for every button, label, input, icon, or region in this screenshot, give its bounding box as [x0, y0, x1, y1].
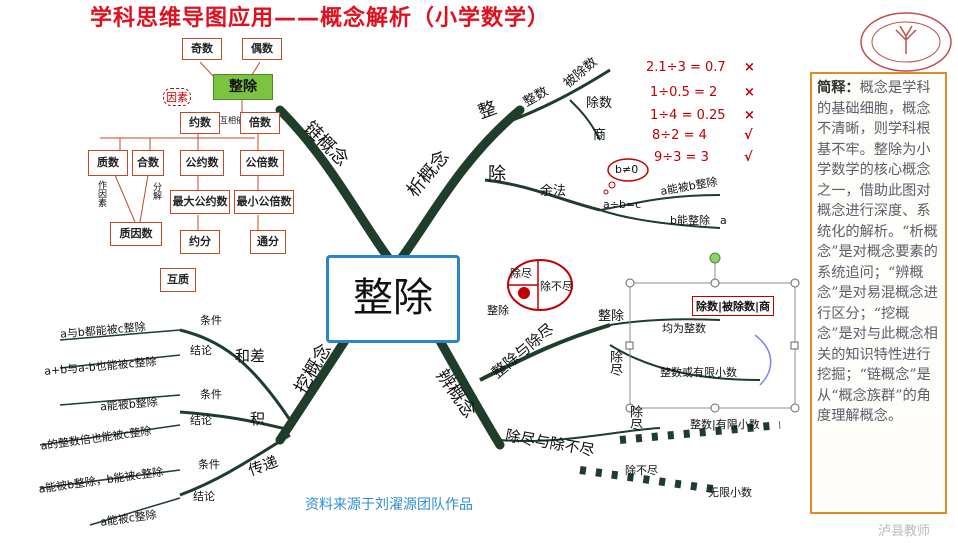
- yinsu-label: 因素: [163, 88, 191, 106]
- inexact-label-2: 除不尽: [625, 464, 658, 477]
- explanation-panel: 简释：概念是学科的基础细胞，概念不清晰，则学科根基不牢。整除为小学数学的核心概念…: [810, 72, 947, 514]
- example-5: 9÷3 = 3: [654, 150, 709, 165]
- quotient-label: 商: [593, 128, 607, 143]
- bian-divisible-label: 整除: [598, 309, 625, 324]
- infinite-decimal-label: 无限小数: [708, 486, 752, 499]
- example-2: 1÷0.5 = 2: [650, 85, 718, 100]
- coprime-box: 互质: [160, 268, 196, 292]
- remainder-method-label: 余法: [540, 184, 567, 199]
- page-title: 学科思维导图应用——概念解析（小学数学）: [89, 6, 550, 31]
- conclusion-2-label: 结论: [190, 414, 212, 427]
- common-divisor-box: 公约数: [180, 150, 224, 176]
- all-integers-label: 均为整数: [662, 322, 706, 335]
- prime-box: 质数: [88, 150, 128, 176]
- chu-label: 除: [488, 164, 506, 185]
- a-label: a: [720, 214, 727, 227]
- lcm-box: 最小公倍数: [234, 190, 294, 214]
- conclusion-3-label: 结论: [193, 490, 215, 503]
- integer-finite-label: 整数|有限小数: [690, 418, 760, 431]
- condition-1-label: 条件: [200, 314, 222, 327]
- prime-factor-box: 质因数: [110, 222, 162, 246]
- pie-zhengchu-label: 整除: [487, 304, 509, 317]
- common-denominator-box: 通分: [250, 230, 286, 254]
- explanation-heading: 简释：: [817, 80, 860, 96]
- even-number-box: 偶数: [242, 38, 282, 60]
- b-nonzero-label: b≠0: [615, 163, 639, 176]
- integer-or-finite-label: 整数或有限小数: [660, 366, 737, 379]
- explanation-body: 概念是学科的基础细胞，概念不清晰，则学科根基不牢。整除为小学数学的核心概念之一，…: [817, 80, 938, 424]
- gcd-box: 最大公约数: [170, 190, 230, 214]
- example-2-mark: ×: [744, 85, 755, 100]
- decompose-label: 分解: [151, 182, 161, 200]
- as-factor-label: 作因素: [96, 180, 106, 207]
- common-multiple-box: 公倍数: [240, 150, 284, 176]
- divisor-label: 除数: [586, 96, 613, 111]
- exact-label-2: 除尽: [627, 405, 642, 431]
- pie-chubujin-label: 除不尽: [540, 280, 573, 293]
- formula-label: a÷b=c: [603, 198, 642, 211]
- example-3-mark: ×: [744, 108, 755, 123]
- multiple-box: 倍数: [240, 112, 280, 134]
- condition-3-label: 条件: [198, 458, 220, 471]
- pie-chujin-label: 除尽: [510, 267, 532, 280]
- school-seal-logo: [860, 12, 952, 72]
- example-3: 1÷4 = 0.25: [650, 108, 726, 123]
- watermark: 泸县教师: [878, 524, 931, 539]
- composite-box: 合数: [132, 150, 164, 176]
- example-5-mark: √: [744, 150, 753, 165]
- example-4: 8÷2 = 4: [652, 128, 707, 143]
- zhengchu-node: 整除: [213, 74, 273, 100]
- center-node: 整除: [326, 255, 460, 343]
- divisor-box: 约数: [180, 112, 220, 134]
- example-1: 2.1÷3 = 0.7: [646, 60, 726, 75]
- source-credit: 资料来源于刘濯源团队作品: [305, 497, 473, 513]
- product-label: 积: [250, 410, 266, 428]
- b-divides-label: b能整除: [670, 214, 710, 227]
- reduce-fraction-box: 约分: [180, 230, 220, 254]
- mutual-label: 互相依: [220, 116, 244, 125]
- bian-exact-label: 除尽: [607, 350, 622, 376]
- conclusion-1-label: 结论: [190, 344, 212, 357]
- terms-label: 除数|被除数|商: [692, 296, 775, 316]
- condition-2-label: 条件: [200, 388, 222, 401]
- sum-difference-label: 和差: [235, 347, 266, 365]
- example-1-mark: ×: [744, 60, 755, 75]
- odd-number-box: 奇数: [182, 38, 222, 60]
- example-4-mark: √: [744, 128, 753, 143]
